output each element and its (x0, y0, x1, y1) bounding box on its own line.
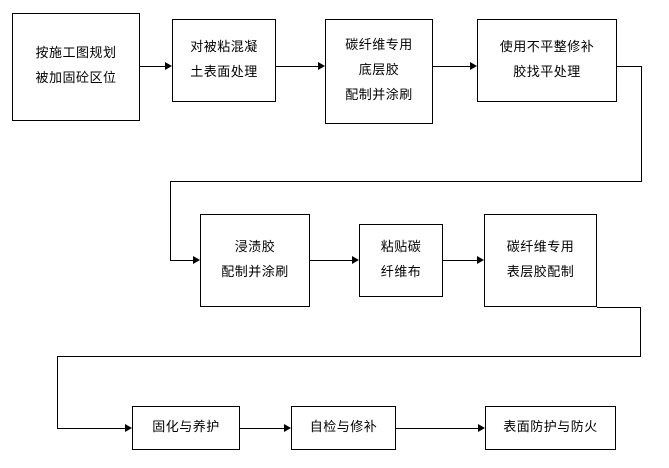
flow-node-n7-line-1: 表层胶配制 (506, 264, 575, 280)
edge-n5-n6 (310, 260, 352, 261)
flow-node-n5-line-1: 配制并涂刷 (221, 264, 289, 280)
edge-n4-n5-seg1 (617, 66, 642, 67)
arrowhead-n6-n7 (477, 256, 484, 264)
flow-node-n2-line-1: 土表面处理 (190, 64, 258, 80)
edge-n2-n3 (276, 66, 318, 67)
flow-node-n5[interactable]: 浸渍胶 配制并涂刷 (200, 214, 310, 307)
flow-node-n3-line-2: 配制并涂刷 (345, 87, 413, 103)
flow-node-n3-line-1: 底层胶 (358, 63, 400, 79)
flow-node-n7-line-0: 碳纤维专用 (506, 239, 575, 255)
flow-node-n3[interactable]: 碳纤维专用 底层胶 配制并涂刷 (325, 19, 433, 124)
flow-node-n3-line-0: 碳纤维专用 (345, 38, 413, 54)
flow-node-n2-line-0: 对被粘混凝 (190, 39, 258, 55)
edge-n7-n8-seg2 (57, 356, 641, 357)
flow-node-n1-line-0: 按施工图规划 (35, 46, 117, 62)
flow-node-n8-line-0: 固化与养护 (152, 419, 220, 435)
flow-node-n10-line-0: 表面防护与防火 (503, 419, 598, 435)
flow-node-n6[interactable]: 粘贴碳 纤维布 (359, 224, 443, 297)
edge-n9-n10 (396, 428, 478, 429)
flow-node-n6-line-0: 粘贴碳 (380, 239, 422, 255)
flow-node-n1[interactable]: 按施工图规划 被加固砼区位 (12, 13, 140, 121)
edge-n1-n2 (140, 66, 165, 67)
edge-n7-n8-seg3 (57, 356, 58, 428)
flow-node-n6-line-1: 纤维布 (380, 264, 422, 280)
flow-node-n1-line-1: 被加固砼区位 (35, 71, 117, 86)
flow-node-n2[interactable]: 对被粘混凝 土表面处理 (172, 19, 276, 102)
arrowhead-n4-n5 (193, 256, 200, 264)
edge-n6-n7 (443, 260, 477, 261)
arrowhead-n9-n10 (478, 424, 485, 432)
edge-n7-n8-seg1 (640, 307, 641, 356)
flow-node-n4-line-0: 使用不平整修补 (499, 39, 595, 55)
flow-node-n5-line-0: 浸渍胶 (234, 239, 276, 255)
flow-node-n4-line-1: 胶找平处理 (513, 64, 581, 80)
flow-node-n7[interactable]: 碳纤维专用 表层胶配制 (484, 214, 597, 307)
edge-n4-n5-seg4 (170, 181, 171, 260)
arrowhead-n8-n9 (284, 424, 291, 432)
flow-node-n9-line-0: 自检与修补 (309, 419, 378, 435)
arrowhead-n5-n6 (352, 256, 359, 264)
arrowhead-n7-n8 (125, 424, 132, 432)
flow-node-n9[interactable]: 自检与修补 (291, 406, 396, 450)
edge-n7-n8-seg1b (597, 307, 641, 308)
arrowhead-n2-n3 (318, 62, 325, 70)
edge-n4-n5-seg3 (170, 181, 642, 182)
flow-node-n8[interactable]: 固化与养护 (132, 406, 240, 450)
flow-node-n10[interactable]: 表面防护与防火 (485, 406, 616, 450)
edge-n4-n5-seg5 (170, 260, 193, 261)
edge-n8-n9 (240, 428, 284, 429)
arrowhead-n1-n2 (165, 62, 172, 70)
arrowhead-n3-n4 (470, 62, 477, 70)
edge-n3-n4 (433, 66, 470, 67)
edge-n7-n8-seg4 (57, 428, 125, 429)
edge-n4-n5-seg2 (641, 66, 642, 182)
flow-node-n4[interactable]: 使用不平整修补 胶找平处理 (477, 19, 617, 102)
